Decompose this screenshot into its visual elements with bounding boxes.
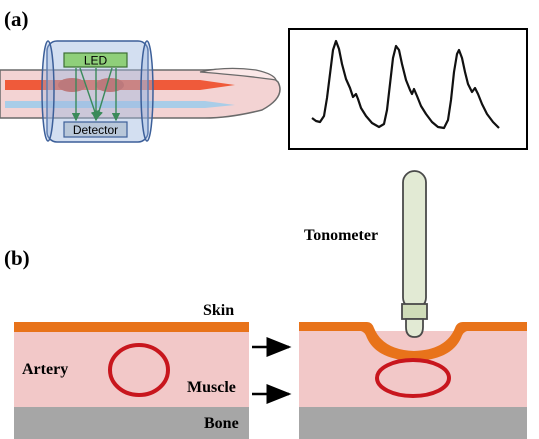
blood-vessels	[5, 78, 235, 108]
panel-b-label: (b)	[4, 246, 30, 270]
tonometer	[401, 170, 428, 338]
led-box: LED	[63, 52, 128, 68]
tonometer-label: Tonometer	[304, 227, 378, 244]
compressed-artery	[375, 358, 451, 398]
ppg-waveform-panel	[288, 28, 528, 150]
artery-label: Artery	[22, 361, 68, 378]
artery-circle	[108, 343, 170, 397]
bone-label: Bone	[204, 415, 239, 432]
panel-a-label: (a)	[4, 7, 29, 31]
tissue-block-left	[14, 322, 249, 439]
detector-box: Detector	[63, 121, 128, 138]
light-rays	[71, 67, 121, 122]
ppg-waveform	[311, 39, 500, 130]
detector-label: Detector	[73, 123, 118, 137]
led-label: LED	[84, 54, 108, 68]
fingernail	[199, 67, 277, 81]
tissue-block-right	[299, 322, 527, 439]
skin-label: Skin	[203, 302, 234, 319]
muscle-label: Muscle	[187, 379, 236, 396]
